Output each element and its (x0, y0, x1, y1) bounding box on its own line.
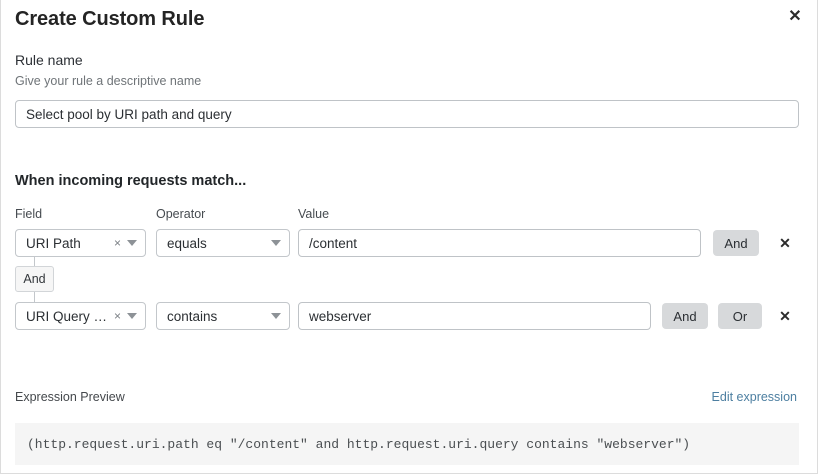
column-header-field: Field (15, 207, 43, 221)
clear-icon[interactable]: × (113, 309, 121, 323)
rule-name-label: Rule name (15, 52, 83, 68)
match-section-heading: When incoming requests match... (15, 173, 247, 189)
rule-name-hint: Give your rule a descriptive name (15, 74, 202, 88)
chevron-down-icon[interactable] (271, 240, 281, 246)
operator-select-value-row-1: equals (167, 235, 207, 251)
rule-name-input[interactable] (15, 100, 799, 128)
page-title: Create Custom Rule (15, 8, 205, 30)
or-button-row-2[interactable]: Or (718, 303, 762, 329)
expression-preview-box: (http.request.uri.path eq "/content" and… (15, 423, 799, 465)
field-select-row-1[interactable]: URI Path × (15, 229, 146, 257)
connector-and-chip[interactable]: And (15, 266, 54, 292)
chevron-down-icon[interactable] (127, 313, 137, 319)
value-input-row-1[interactable] (298, 229, 701, 257)
column-header-operator: Operator (156, 207, 206, 221)
field-select-value-row-2: URI Query St... (26, 308, 110, 324)
operator-select-value-row-2: contains (167, 308, 218, 324)
delete-row-icon[interactable]: ✕ (779, 308, 791, 324)
clear-icon[interactable]: × (113, 236, 121, 250)
operator-select-row-1[interactable]: equals (156, 229, 290, 257)
and-button-row-1[interactable]: And (713, 230, 759, 256)
field-select-value-row-1: URI Path (26, 235, 81, 251)
value-input-row-2[interactable] (298, 302, 651, 330)
chevron-down-icon[interactable] (271, 313, 281, 319)
delete-row-icon[interactable]: ✕ (779, 235, 791, 251)
expression-preview-text: (http.request.uri.path eq "/content" and… (27, 436, 691, 452)
and-button-row-2[interactable]: And (662, 303, 708, 329)
field-select-row-2[interactable]: URI Query St... × (15, 302, 146, 330)
expression-preview-label: Expression Preview (15, 390, 125, 404)
chevron-down-icon[interactable] (127, 240, 137, 246)
close-icon[interactable]: ✕ (788, 8, 802, 25)
connector-line-bottom (34, 292, 35, 302)
connector-line-top (34, 257, 35, 266)
operator-select-row-2[interactable]: contains (156, 302, 290, 330)
edit-expression-link[interactable]: Edit expression (711, 390, 797, 404)
column-header-value: Value (298, 207, 330, 221)
